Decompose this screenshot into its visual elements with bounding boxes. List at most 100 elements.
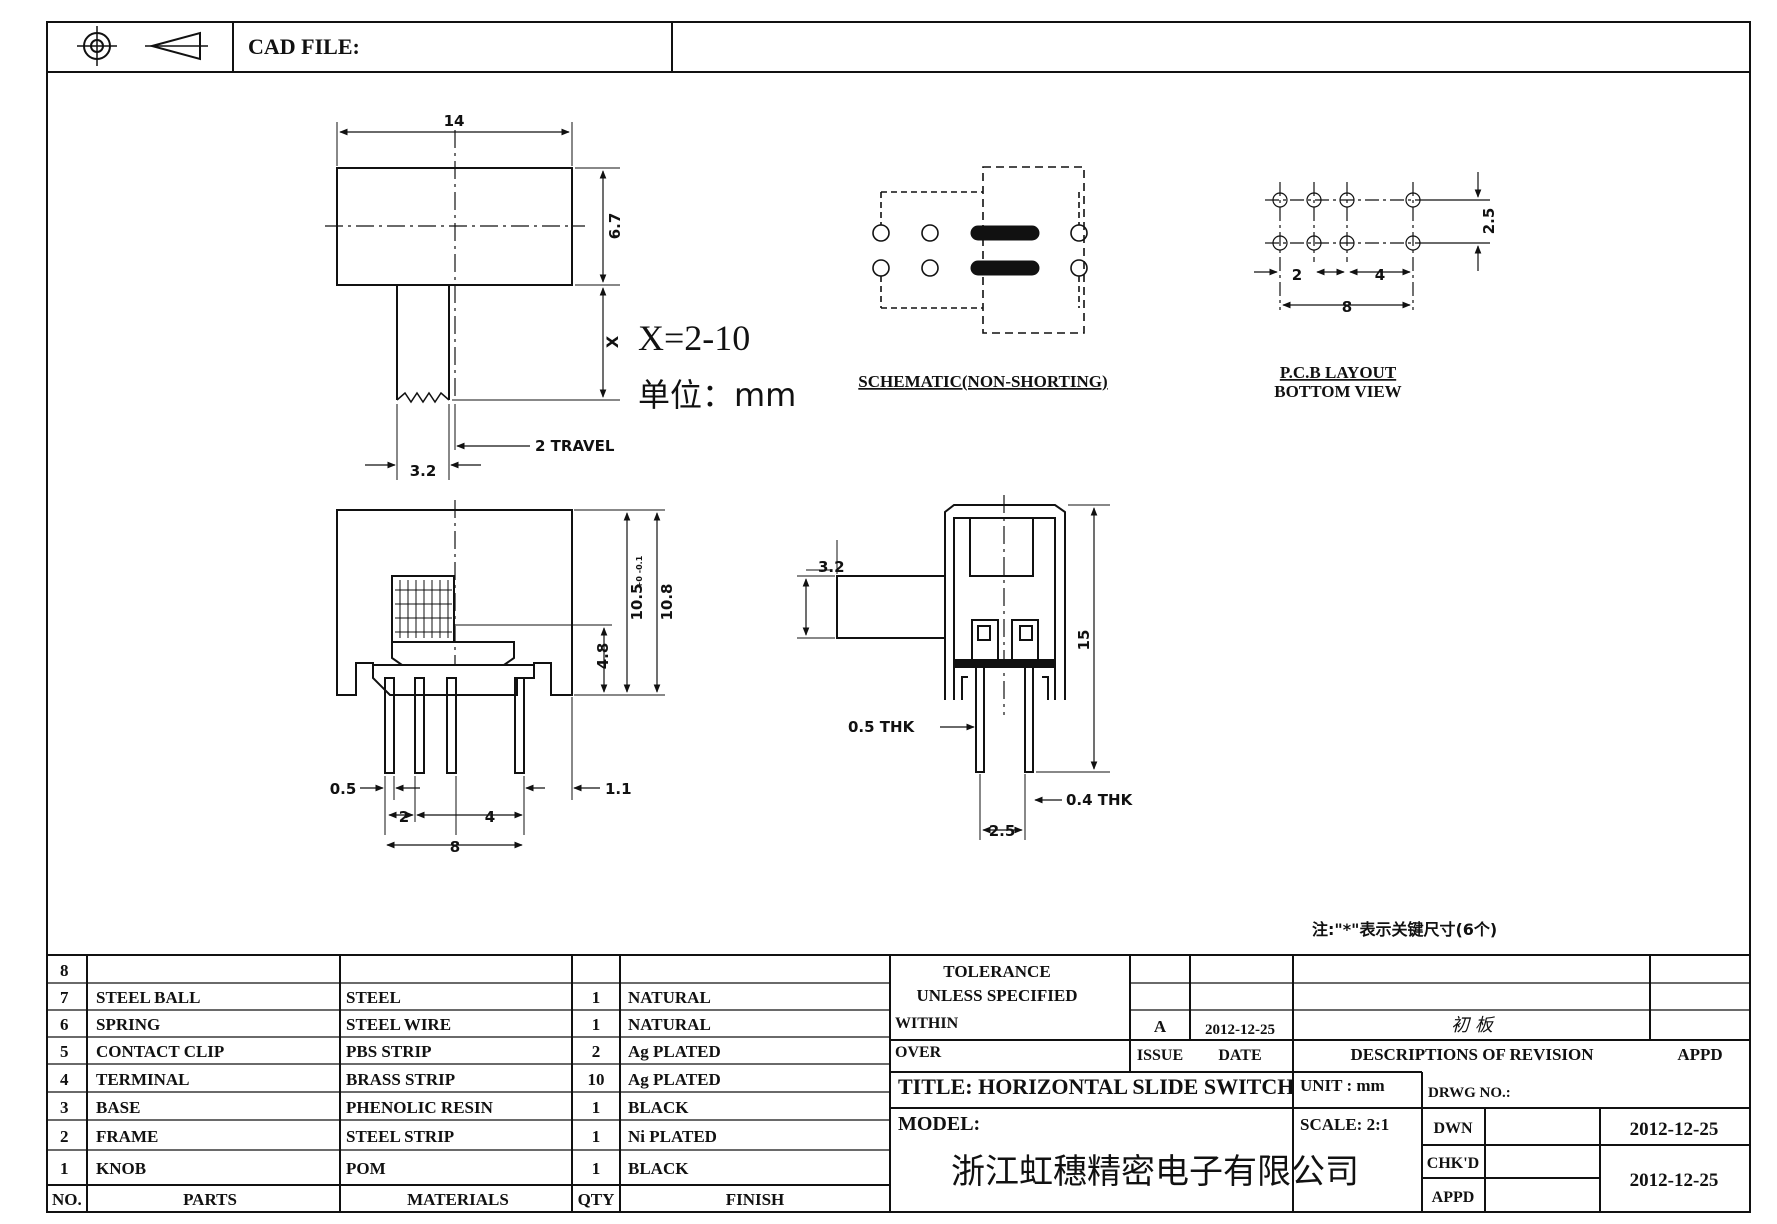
bom-qty: 1 [592, 1159, 601, 1178]
pcb-dim-4: 4 [1375, 266, 1385, 284]
dim-knob-4-8: 4.8 [594, 643, 612, 670]
revision-description: 初 板 [1451, 1015, 1496, 1036]
bom-no: 2 [60, 1127, 69, 1146]
appd-signoff-label: APPD [1432, 1189, 1475, 1206]
dim-pin-0-5: 0.5 [330, 780, 357, 798]
bom-finish: Ag PLATED [628, 1070, 721, 1089]
dwn-date: 2012-12-25 [1630, 1119, 1719, 1140]
tolerance-label-1: TOLERANCE [943, 962, 1050, 981]
side-dim-0-4-thk: 0.4 THK [1066, 791, 1134, 809]
dim-height-10-5: 10.5 [628, 583, 646, 620]
key-dimension-note: 注:"*"表示关键尺寸(6个) [1312, 920, 1497, 939]
over-label: OVER [895, 1044, 942, 1061]
pcb-dim-2-5: 2.5 [1480, 208, 1498, 235]
sheet-border [46, 21, 1751, 1213]
bom-part: TERMINAL [96, 1070, 190, 1089]
company-name: 浙江虹穗精密电子有限公司 [951, 1152, 1359, 1192]
bom-qty: 2 [592, 1042, 601, 1061]
bom-qty: 1 [592, 1098, 601, 1117]
bom-part: SPRING [96, 1015, 160, 1034]
chkd-label: CHK'D [1427, 1155, 1479, 1172]
scale-label: SCALE: 2:1 [1300, 1115, 1389, 1134]
bom-header-row: NO. PARTS MATERIALS QTY FINISH [52, 1190, 784, 1209]
pcb-dim-2: 2 [1292, 266, 1302, 284]
bom-qty: 1 [592, 988, 601, 1007]
bom-finish: NATURAL [628, 1015, 711, 1034]
side-view [797, 495, 1110, 840]
bom-header-qty: QTY [578, 1190, 615, 1209]
bom-header-parts: PARTS [183, 1190, 237, 1209]
bom-table [47, 954, 1750, 1213]
bom-finish: Ni PLATED [628, 1127, 717, 1146]
bom-material: POM [346, 1159, 386, 1178]
bom-material: STEEL [346, 988, 401, 1007]
bom-finish: BLACK [628, 1098, 689, 1117]
bom-material: STEEL WIRE [346, 1015, 451, 1034]
front-dim-4: 4 [485, 808, 495, 826]
bom-no: 6 [60, 1015, 69, 1034]
bom-no: 7 [60, 988, 69, 1007]
bom-material: PHENOLIC RESIN [346, 1098, 494, 1117]
unit-note: 单位：mm [638, 376, 796, 414]
front-dim-8: 8 [450, 838, 460, 856]
tolerance-label-2: UNLESS SPECIFIED [916, 986, 1077, 1005]
appd-label: APPD [1677, 1045, 1722, 1064]
top-view [325, 122, 620, 480]
bom-no: 3 [60, 1098, 69, 1117]
pcb-label-2: BOTTOM VIEW [1274, 382, 1401, 401]
cad-file-label: CAD FILE: [248, 34, 360, 59]
bom-part: STEEL BALL [96, 988, 200, 1007]
schematic-label: SCHEMATIC(NON-SHORTING) [858, 372, 1107, 391]
bom-row: 4 TERMINAL BRASS STRIP 10 Ag PLATED [60, 1070, 721, 1089]
drawing-number-label: DRWG NO.: [1428, 1085, 1511, 1101]
bom-row: 2 FRAME STEEL STRIP 1 Ni PLATED [60, 1127, 717, 1146]
bom-row: 7 STEEL BALL STEEL 1 NATURAL [60, 988, 711, 1007]
side-dim-3-2: 3.2 [818, 558, 845, 576]
bom-no: 4 [60, 1070, 69, 1089]
bom-qty: 1 [592, 1127, 601, 1146]
descriptions-label: DESCRIPTIONS OF REVISION [1350, 1045, 1594, 1064]
side-dim-15: 15 [1075, 630, 1093, 651]
bom-part: KNOB [96, 1159, 146, 1178]
bom-header-no: NO. [52, 1190, 82, 1209]
bom-row: 3 BASE PHENOLIC RESIN 1 BLACK [60, 1098, 689, 1117]
dim-stroke-x: X [603, 335, 622, 348]
bom-finish: NATURAL [628, 988, 711, 1007]
dwn-label: DWN [1433, 1120, 1473, 1137]
header-block: CAD FILE: [46, 21, 1750, 73]
within-label: WITHIN [895, 1015, 959, 1032]
bom-material: BRASS STRIP [346, 1070, 455, 1089]
side-dim-0-5-thk: 0.5 THK [848, 718, 916, 736]
stroke-note: X=2-10 [638, 318, 750, 358]
issue-value: A [1154, 1017, 1167, 1036]
pcb-layout-diagram [1254, 172, 1490, 310]
bom-rows: 8 7 STEEL BALL STEEL 1 NATURAL 6 SPRING … [52, 961, 784, 1209]
bom-header-materials: MATERIALS [407, 1190, 509, 1209]
bom-row: 8 [60, 961, 69, 980]
chk-date: 2012-12-25 [1630, 1170, 1719, 1191]
dim-height-tolerance: +0 -0.1 [635, 555, 644, 588]
first-angle-projection-icon [77, 26, 208, 66]
bom-header-finish: FINISH [726, 1190, 785, 1209]
bom-row: 5 CONTACT CLIP PBS STRIP 2 Ag PLATED [60, 1042, 721, 1061]
model-label: MODEL: [898, 1113, 980, 1135]
bom-part: BASE [96, 1098, 140, 1117]
pcb-dim-8: 8 [1342, 298, 1352, 316]
bom-material: PBS STRIP [346, 1042, 432, 1061]
drawing-title: TITLE: HORIZONTAL SLIDE SWITCH [898, 1074, 1294, 1099]
dim-height-10-8: 10.8 [658, 583, 676, 620]
front-dim-1-1: 1.1 [605, 780, 632, 798]
dim-travel: 2 TRAVEL [535, 437, 615, 455]
dim-width-14: 14 [444, 112, 465, 130]
pcb-label-1: P.C.B LAYOUT [1280, 363, 1397, 382]
unit-label: UNIT : mm [1300, 1076, 1385, 1095]
dim-height-6-7: 6.7 [606, 213, 624, 240]
bom-qty: 10 [588, 1070, 605, 1089]
bom-row: 1 KNOB POM 1 BLACK [60, 1159, 689, 1178]
front-dim-2: 2 [399, 808, 409, 826]
bom-no: 8 [60, 961, 69, 980]
date-label: DATE [1218, 1047, 1261, 1064]
schematic-diagram [872, 166, 1088, 334]
front-view [336, 500, 665, 849]
